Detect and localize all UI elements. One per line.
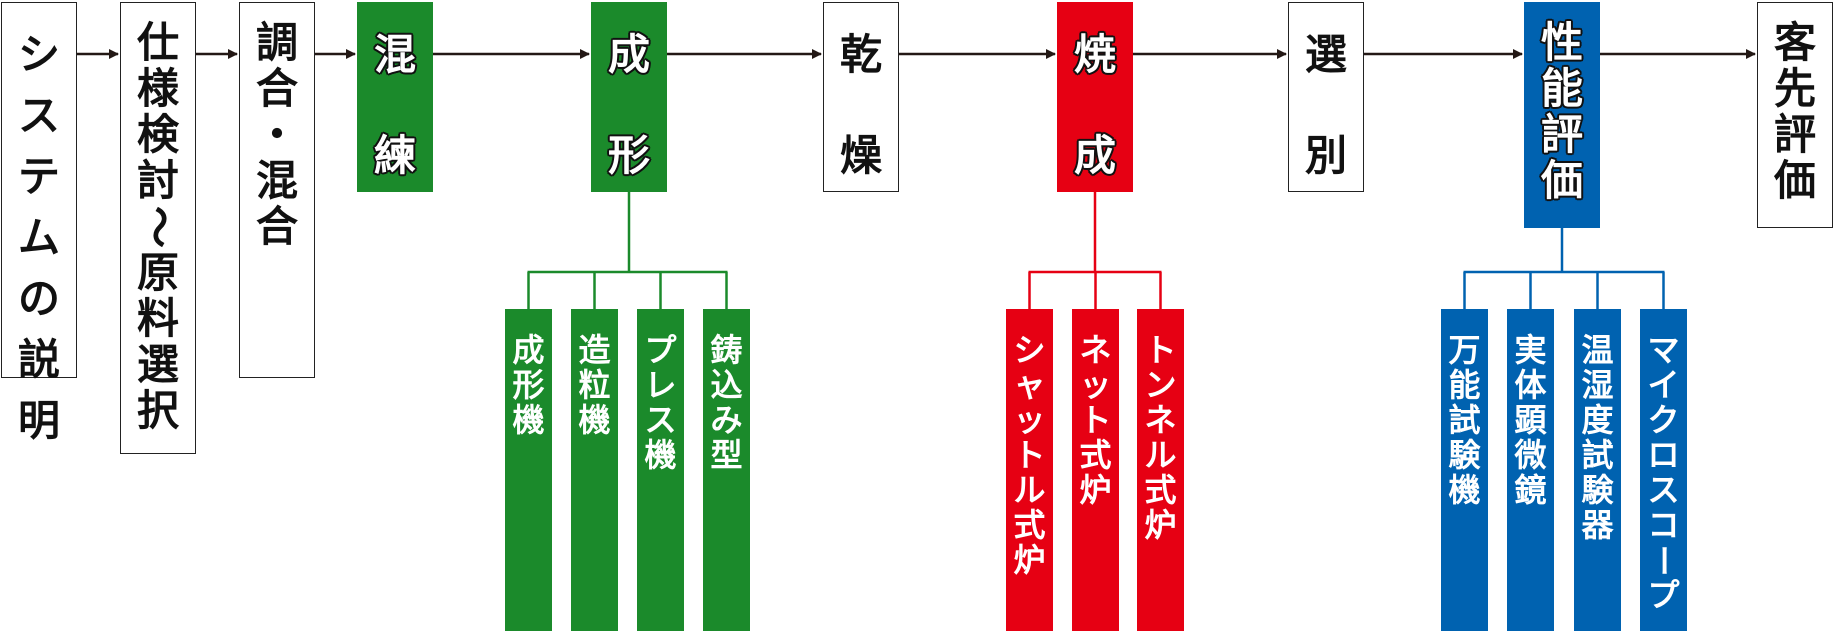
equipment-shuttle-kiln: シャットル式炉: [1006, 309, 1053, 631]
step-firing: 焼成: [1057, 2, 1133, 192]
equipment-microscope: マイクロスコープ: [1640, 309, 1687, 631]
equipment-temp-humidity-tester: 温湿度試験器: [1574, 309, 1621, 631]
step-customer-evaluation: 客先評価: [1757, 2, 1833, 228]
step-performance-evaluation: 性能評価: [1524, 2, 1600, 228]
step-spec-material-selection: 仕様検討〜原料選択: [120, 2, 196, 454]
equipment-press-machine: プレス機: [637, 309, 684, 631]
equipment-tunnel-kiln: トンネル式炉: [1137, 309, 1184, 631]
equipment-casting-mold: 鋳込み型: [703, 309, 750, 631]
equipment-forming-machine: 成形機: [505, 309, 552, 631]
equipment-granulator: 造粒機: [571, 309, 618, 631]
branch-connectors: [527, 192, 1665, 309]
step-sorting: 選別: [1288, 2, 1364, 192]
step-kneading: 混練: [357, 2, 433, 192]
step-forming: 成形: [591, 2, 667, 192]
step-blending-mixing: 調合・混合: [239, 2, 315, 378]
step-system-explanation: システムの説明: [1, 2, 77, 445]
equipment-stereo-microscope: 実体顕微鏡: [1507, 309, 1554, 631]
step-drying: 乾燥: [823, 2, 899, 192]
equipment-net-kiln: ネット式炉: [1072, 309, 1119, 631]
equipment-universal-testing-machine: 万能試験機: [1441, 309, 1488, 631]
